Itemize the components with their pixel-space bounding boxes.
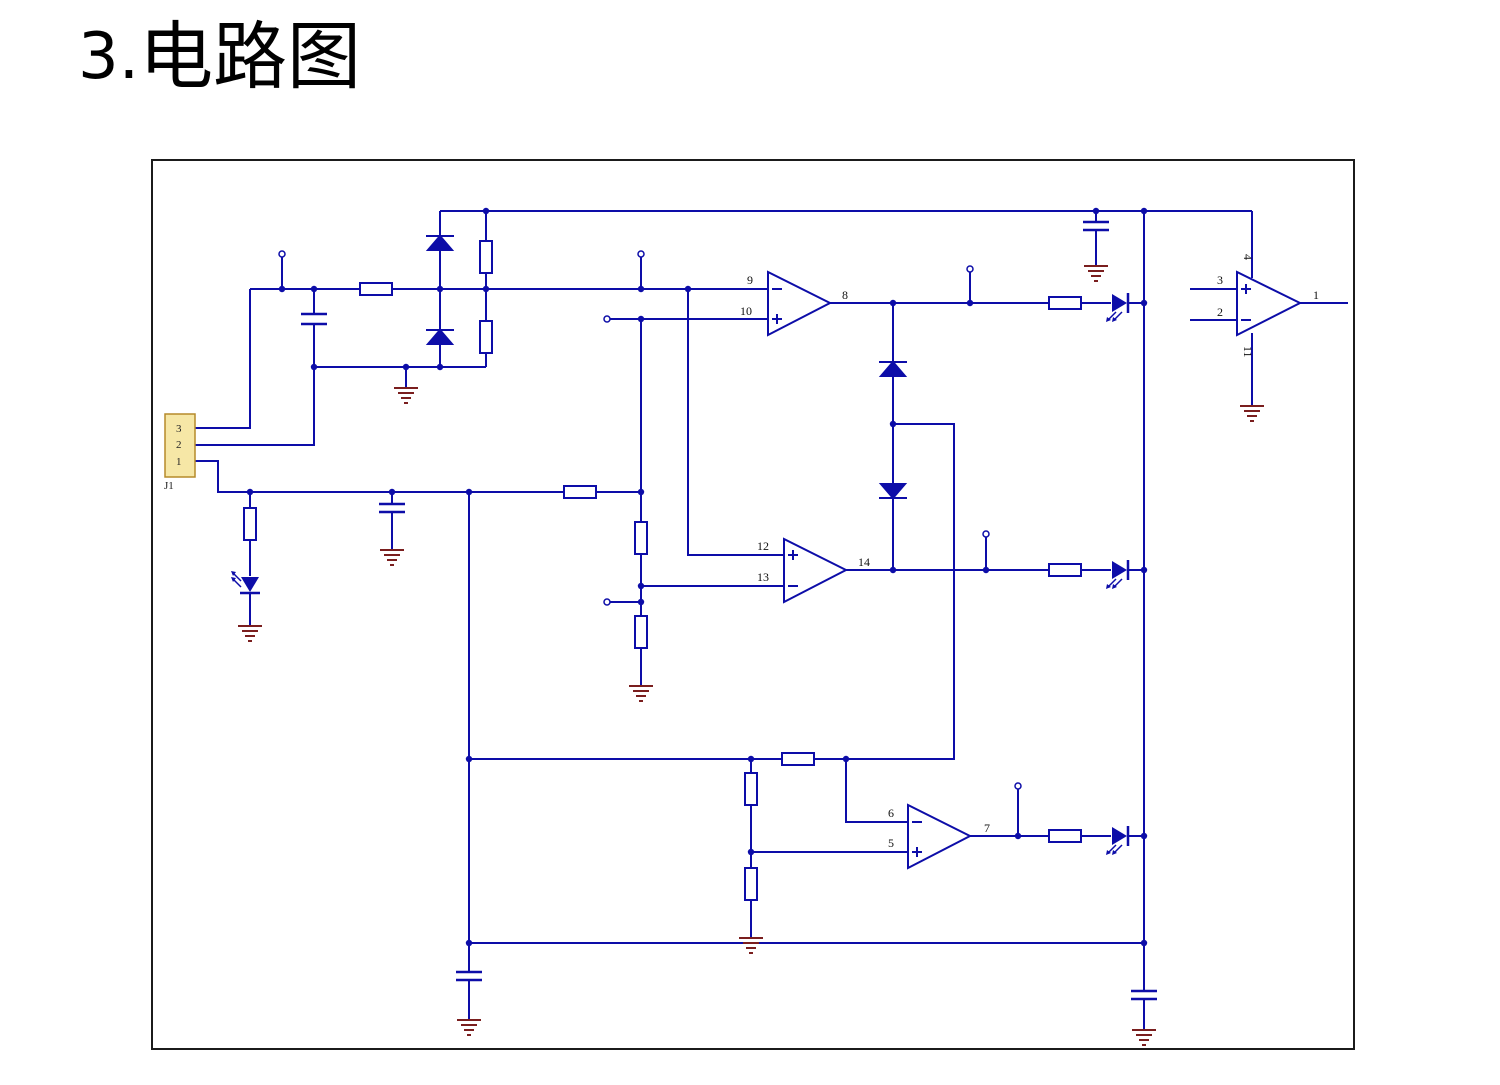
capacitor-c3 bbox=[1083, 220, 1109, 232]
pin-label-3: 3 bbox=[1217, 273, 1223, 287]
test-point-5 bbox=[1014, 782, 1022, 790]
diode-d4 bbox=[878, 483, 908, 500]
opamp-u1b bbox=[783, 537, 849, 604]
test-point-4 bbox=[982, 530, 990, 538]
ground-icon-4 bbox=[237, 615, 263, 642]
j1-pin-2: 2 bbox=[176, 439, 182, 451]
resistor-r12 bbox=[744, 772, 758, 806]
pin-label-7: 7 bbox=[984, 821, 990, 835]
title-separator: . bbox=[118, 20, 140, 94]
resistor-r5 bbox=[243, 507, 257, 541]
led-icon-2 bbox=[1104, 558, 1130, 591]
pin-label-6: 6 bbox=[888, 806, 894, 820]
resistor-r2 bbox=[479, 240, 493, 274]
resistor-r9 bbox=[1048, 563, 1082, 577]
title-number: 3 bbox=[78, 20, 119, 94]
pin-label-5: 5 bbox=[888, 836, 894, 850]
pin-label-12: 12 bbox=[757, 539, 769, 553]
resistor-r11 bbox=[781, 752, 815, 766]
title-text: 电路图 bbox=[139, 14, 362, 100]
ground-icon-9 bbox=[1239, 395, 1265, 422]
opamp-u1d bbox=[1236, 270, 1303, 337]
ground-icon-6 bbox=[738, 927, 764, 954]
led-icon-power bbox=[229, 569, 262, 595]
ground-icon-7 bbox=[456, 1009, 482, 1036]
test-point-2 bbox=[637, 250, 645, 258]
led-icon-1 bbox=[1104, 291, 1130, 324]
test-point-7 bbox=[603, 598, 611, 606]
pin-label-2: 2 bbox=[1217, 305, 1223, 319]
j1-ref: J1 bbox=[164, 480, 174, 492]
resistor-r4 bbox=[563, 485, 597, 499]
diode-d2 bbox=[425, 328, 455, 345]
ground-icon-5 bbox=[628, 675, 654, 702]
resistor-r7 bbox=[634, 615, 648, 649]
page-title: 3.电路图 bbox=[78, 20, 361, 94]
diode-d3 bbox=[878, 360, 908, 377]
ground-icon-1 bbox=[393, 377, 419, 404]
resistor-r10 bbox=[1048, 829, 1082, 843]
connector-j1: 3 2 1 J1 bbox=[164, 413, 196, 492]
j1-pin-1: 1 bbox=[176, 456, 182, 468]
pin-label-1: 1 bbox=[1313, 288, 1319, 302]
test-point-3 bbox=[966, 265, 974, 273]
pin-label-9: 9 bbox=[747, 273, 753, 287]
capacitor-c2 bbox=[379, 502, 405, 514]
j1-pin-3: 3 bbox=[176, 423, 182, 435]
ground-icon-2 bbox=[1083, 255, 1109, 282]
pin-label-11: 11 bbox=[1241, 346, 1255, 358]
test-point-6 bbox=[603, 315, 611, 323]
ground-icon-8 bbox=[1131, 1019, 1157, 1046]
resistor-r6 bbox=[634, 521, 648, 555]
resistor-r8 bbox=[1048, 296, 1082, 310]
ground-icon-3 bbox=[379, 539, 405, 566]
opamp-u1a bbox=[767, 270, 833, 337]
pin-label-10: 10 bbox=[740, 304, 752, 318]
resistor-r13 bbox=[744, 867, 758, 901]
pin-label-14: 14 bbox=[858, 555, 870, 569]
diode-d1 bbox=[425, 234, 455, 251]
capacitor-c5 bbox=[1131, 989, 1157, 1001]
opamp-u1c bbox=[907, 803, 973, 870]
capacitor-c4 bbox=[456, 970, 482, 982]
test-point-1 bbox=[278, 250, 286, 258]
schematic-frame bbox=[151, 159, 1355, 1050]
resistor-r3 bbox=[479, 320, 493, 354]
pin-label-8: 8 bbox=[842, 288, 848, 302]
led-icon-3 bbox=[1104, 824, 1130, 857]
pin-label-4: 4 bbox=[1241, 254, 1255, 260]
resistor-r1 bbox=[359, 282, 393, 296]
capacitor-c1 bbox=[301, 312, 327, 326]
pin-label-13: 13 bbox=[757, 570, 769, 584]
